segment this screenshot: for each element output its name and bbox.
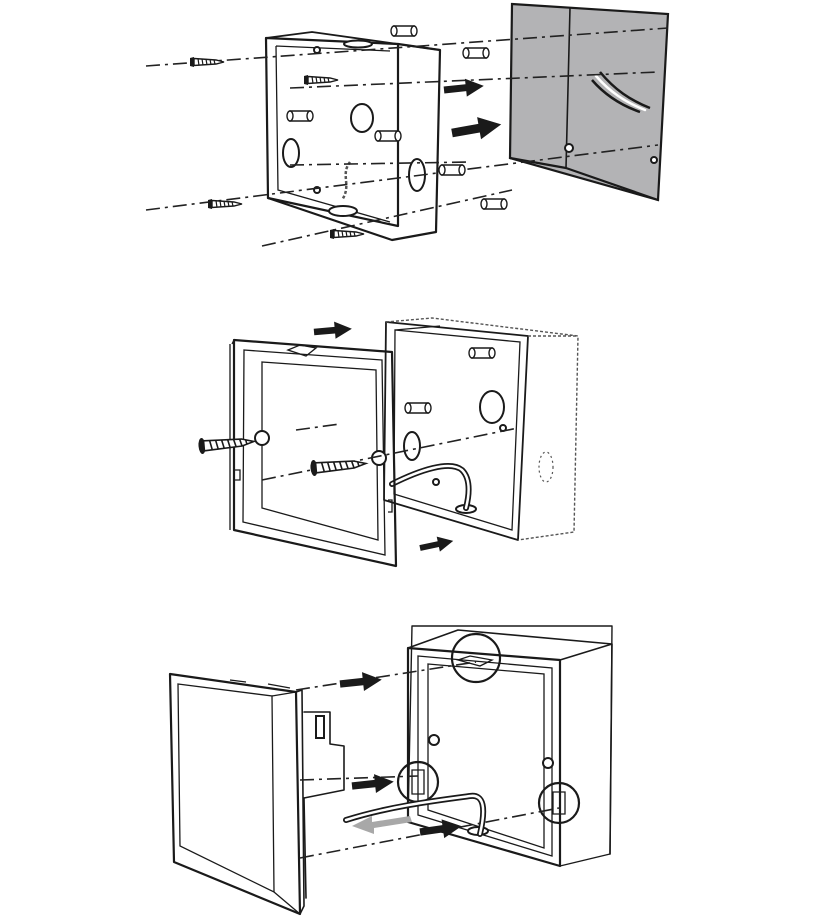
back-box <box>264 31 442 242</box>
thermostat-device <box>168 672 345 916</box>
detail-circle-icon <box>450 632 502 684</box>
mounting-frame <box>229 338 398 568</box>
push-arrow-icon <box>450 113 504 145</box>
cable-icon <box>389 463 472 511</box>
pull-arrow-icon <box>352 816 412 834</box>
push-arrow-icon <box>418 533 455 556</box>
wall-plug-icon <box>390 25 418 37</box>
push-arrow-icon <box>351 772 395 796</box>
screw-icon <box>197 432 256 456</box>
push-arrow-icon <box>313 320 353 341</box>
wall-plug-icon <box>438 164 466 176</box>
wall-plug-icon <box>480 198 508 210</box>
push-arrow-icon <box>418 816 463 842</box>
screw-icon <box>207 198 243 210</box>
screw-icon <box>189 56 225 68</box>
screw-icon <box>303 74 339 86</box>
back-box <box>383 317 579 541</box>
detail-circle-icon <box>537 781 581 825</box>
screw-icon <box>329 228 365 240</box>
step-3-attach-device <box>168 625 613 916</box>
push-arrow-icon <box>339 670 383 694</box>
step-2-fit-mounting-frame <box>197 317 579 568</box>
step-1-mount-box-to-wall <box>145 2 670 247</box>
wall-plug-icon <box>462 47 490 59</box>
screw-icon <box>309 454 368 478</box>
wall-recess <box>508 2 670 202</box>
